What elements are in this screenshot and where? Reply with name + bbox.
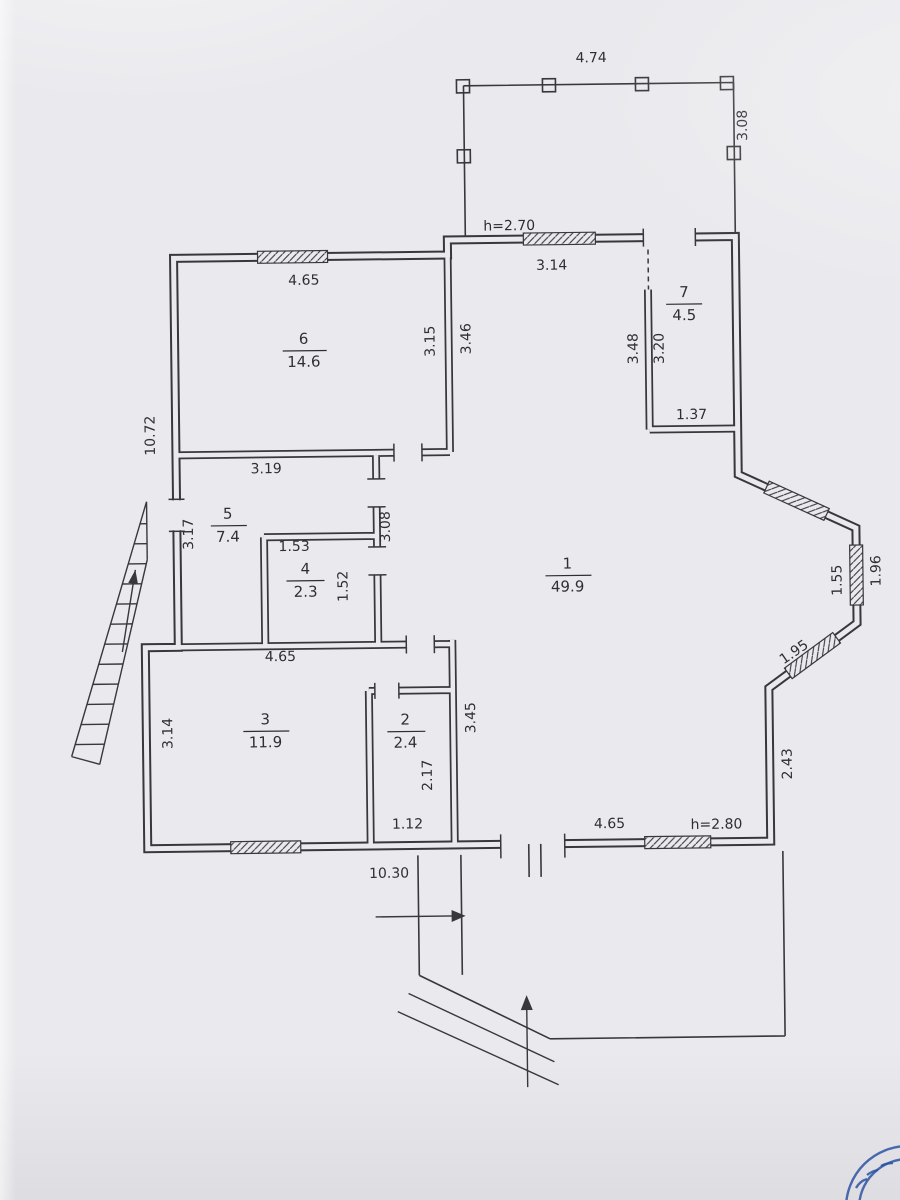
terrace-column	[634, 76, 650, 92]
terrace-column	[455, 78, 471, 94]
bay-window-upper	[763, 480, 831, 522]
dim-room7-width: 1.37	[676, 407, 707, 423]
outer-wall	[140, 231, 862, 854]
window	[230, 840, 302, 855]
room7-number: 7	[679, 283, 689, 301]
door-stub	[527, 843, 542, 878]
dim-mid-wall: 3.08	[378, 511, 394, 542]
dim-room6-right: 3.15	[422, 326, 438, 357]
stair-treads	[75, 522, 148, 746]
window	[644, 835, 712, 850]
dim-bottom-total: 10.30	[369, 866, 409, 882]
entrance-porch	[375, 850, 786, 1088]
room-label-4: 4 2.3	[286, 560, 325, 601]
dim-bay-right-outer: 1.96	[868, 555, 884, 586]
dim-room1-left-upper: 3.46	[458, 323, 474, 354]
room6-number: 6	[299, 330, 309, 348]
room3-number: 3	[260, 710, 270, 728]
room1-number: 1	[562, 555, 572, 573]
exterior-stairs	[70, 501, 148, 765]
dim-room3-left: 3.14	[160, 718, 176, 749]
room-label-1: 1 49.9	[545, 555, 592, 596]
room4-number: 4	[300, 560, 310, 578]
room1-area: 49.9	[551, 577, 585, 595]
terrace-column	[719, 75, 735, 91]
terrace-column	[456, 148, 472, 164]
porch-steps	[397, 992, 559, 1086]
dim-room1-left-lower: 3.45	[463, 702, 479, 733]
stamp	[845, 1145, 900, 1200]
door-jamb-ticks	[168, 227, 697, 859]
room6-area: 14.6	[287, 353, 321, 371]
dim-room5-top: 3.19	[250, 461, 281, 477]
window	[849, 544, 864, 606]
bay-window-lower	[783, 631, 842, 680]
room-label-5: 5 7.4	[210, 505, 247, 546]
room-label-7: 7 4.5	[666, 283, 703, 324]
dim-room3-top: 4.65	[265, 649, 296, 665]
dim-terrace-width: 4.74	[575, 50, 606, 66]
window	[522, 231, 597, 246]
window	[256, 249, 329, 264]
room2-number: 2	[400, 710, 410, 728]
room7-area: 4.5	[672, 306, 696, 324]
room5-area: 7.4	[216, 528, 240, 546]
dim-room1-top: 3.14	[536, 258, 567, 274]
room5-number: 5	[223, 505, 233, 523]
terrace-outline	[455, 75, 742, 236]
room-label-3: 3 11.9	[243, 710, 290, 751]
room-label-6: 6 14.6	[282, 330, 327, 371]
dim-room5-left: 3.17	[181, 519, 197, 550]
dim-terrace-depth: 3.08	[735, 110, 751, 141]
dim-room7-outer: 3.48	[626, 333, 642, 364]
dim-left-total: 10.72	[142, 415, 158, 455]
dim-room7-inner: 3.20	[652, 333, 668, 364]
dim-height-bottom: h=2.80	[691, 816, 743, 833]
stairs-up-arrow	[128, 569, 139, 585]
terrace-column	[726, 145, 742, 161]
room2-area: 2.4	[393, 733, 417, 751]
room-label-2: 2 2.4	[387, 710, 426, 752]
dim-room2-bottom: 1.12	[392, 816, 423, 832]
entrance-arrow-right	[451, 910, 466, 923]
dim-height-top: h=2.70	[483, 218, 535, 235]
terrace-column	[541, 77, 557, 93]
room3-area: 11.9	[249, 733, 283, 751]
dim-room4-top: 1.53	[278, 539, 309, 555]
dim-bay-right-inner: 1.55	[829, 565, 845, 596]
wall-openings	[168, 229, 863, 854]
walls	[140, 231, 862, 854]
dim-room6-top: 4.65	[288, 273, 319, 289]
dim-room4-right: 1.52	[335, 571, 351, 602]
dim-room2-right: 2.17	[420, 760, 436, 791]
windows	[230, 231, 864, 855]
dim-right-lower: 2.43	[780, 748, 796, 779]
dim-bottom-inner: 4.65	[594, 816, 625, 832]
entrance-arrow-up	[520, 995, 533, 1011]
room4-area: 2.3	[294, 583, 318, 601]
